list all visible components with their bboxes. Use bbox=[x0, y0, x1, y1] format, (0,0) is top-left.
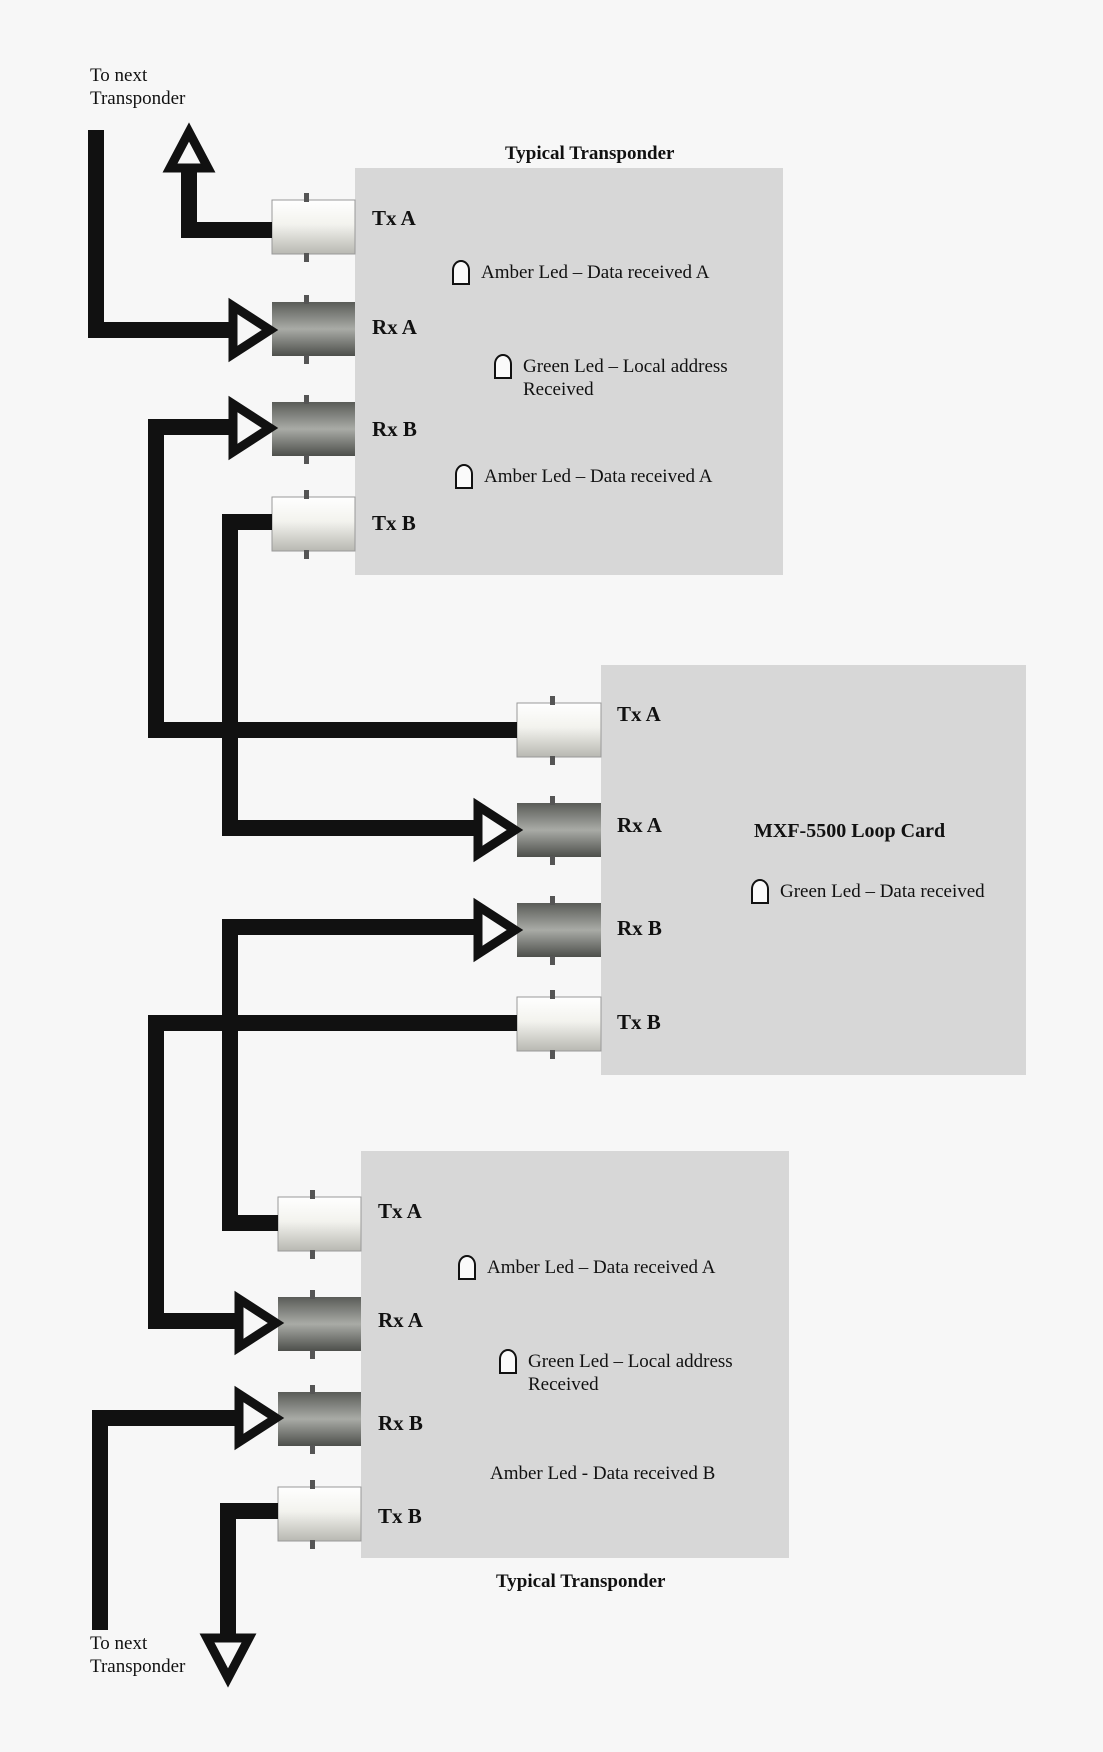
loop-port-rx-a: Rx A bbox=[617, 813, 662, 837]
wire-loop-tx-b-to-bottom-rx-a bbox=[148, 1015, 517, 1329]
wire-top-tx-a-out bbox=[181, 172, 272, 238]
led-icon bbox=[452, 260, 470, 285]
led-icon bbox=[751, 879, 769, 904]
wire-loop-tx-a-to-top-rx-b bbox=[148, 419, 517, 738]
loop-led-row: Green Led – Data received bbox=[750, 879, 985, 904]
led-icon bbox=[494, 354, 512, 379]
bottom-rx-a-connector bbox=[278, 1290, 361, 1359]
bottom-port-tx-b: Tx B bbox=[378, 1504, 422, 1528]
led-icon bbox=[455, 464, 473, 489]
top-port-tx-b: Tx B bbox=[372, 511, 416, 535]
top-rx-a-connector bbox=[272, 295, 355, 364]
bottom-next-transponder-label: To next Transponder bbox=[90, 1633, 186, 1677]
top-led-2-text: Green Led – Local address Received bbox=[523, 356, 728, 400]
loop-rx-b-connector bbox=[517, 896, 601, 965]
wire-top-tx-b-to-loop-rx-a bbox=[222, 514, 480, 836]
loop-tx-b-connector bbox=[516, 990, 602, 1059]
led-icon bbox=[499, 1349, 517, 1374]
bottom-led-row-1: Amber Led – Data received A bbox=[457, 1255, 716, 1280]
wire-top-in-rx-a bbox=[88, 130, 235, 338]
bottom-transponder-title: Typical Transponder bbox=[496, 1571, 666, 1592]
arrow-bottom-rx-a bbox=[234, 1290, 285, 1356]
arrow-top-rx-a bbox=[228, 297, 279, 363]
bottom-port-tx-a: Tx A bbox=[378, 1199, 422, 1223]
top-port-rx-b: Rx B bbox=[372, 417, 417, 441]
top-led-row-1: Amber Led – Data received A bbox=[451, 260, 710, 285]
top-transponder-panel bbox=[355, 168, 783, 575]
bottom-transponder-panel bbox=[361, 1151, 789, 1558]
arrow-bottom-rx-b bbox=[234, 1385, 285, 1451]
wire-bottom-in-rx-b bbox=[92, 1410, 241, 1630]
bottom-port-rx-b: Rx B bbox=[378, 1411, 423, 1435]
arrow-loop-rx-a bbox=[473, 797, 524, 863]
arrow-top-rx-b bbox=[228, 395, 279, 461]
top-transponder-title: Typical Transponder bbox=[505, 143, 675, 164]
bottom-led-1-text: Amber Led – Data received A bbox=[487, 1257, 716, 1278]
wire-bottom-tx-b-out bbox=[220, 1503, 278, 1640]
loop-rx-a-connector bbox=[517, 796, 601, 865]
top-port-tx-a: Tx A bbox=[372, 206, 416, 230]
arrow-top-out bbox=[162, 122, 216, 173]
top-tx-b-connector bbox=[271, 490, 356, 559]
arrow-bottom-out bbox=[199, 1633, 257, 1688]
top-rx-b-connector bbox=[272, 395, 355, 464]
bottom-tx-a-connector bbox=[277, 1190, 362, 1259]
bottom-port-rx-a: Rx A bbox=[378, 1308, 423, 1332]
loop-card-title: MXF-5500 Loop Card bbox=[754, 820, 946, 842]
arrow-loop-rx-b bbox=[473, 897, 524, 963]
bottom-led-3-text: Amber Led - Data received B bbox=[490, 1463, 716, 1484]
loop-port-tx-a: Tx A bbox=[617, 702, 661, 726]
bottom-led-row-2: Green Led – Local address Received bbox=[498, 1349, 753, 1396]
top-next-transponder-label: To next Transponder bbox=[90, 65, 186, 109]
loop-tx-a-connector bbox=[516, 696, 602, 765]
loop-card-panel bbox=[601, 665, 1026, 1075]
wire-bottom-tx-a-to-loop-rx-b bbox=[222, 919, 480, 1231]
top-tx-a-connector bbox=[271, 193, 356, 262]
bottom-rx-b-connector bbox=[278, 1385, 361, 1454]
top-led-row-3: Amber Led – Data received A bbox=[454, 464, 713, 489]
top-port-rx-a: Rx A bbox=[372, 315, 417, 339]
top-led-1-text: Amber Led – Data received A bbox=[481, 262, 710, 283]
top-led-3-text: Amber Led – Data received A bbox=[484, 466, 713, 487]
top-led-row-2: Green Led – Local address Received bbox=[493, 354, 748, 401]
loop-port-rx-b: Rx B bbox=[617, 916, 662, 940]
led-icon bbox=[458, 1255, 476, 1280]
loop-led-text: Green Led – Data received bbox=[780, 881, 985, 902]
bottom-led-2-text: Green Led – Local address Received bbox=[528, 1351, 733, 1395]
bottom-tx-b-connector bbox=[277, 1480, 362, 1549]
loop-port-tx-b: Tx B bbox=[617, 1010, 661, 1034]
